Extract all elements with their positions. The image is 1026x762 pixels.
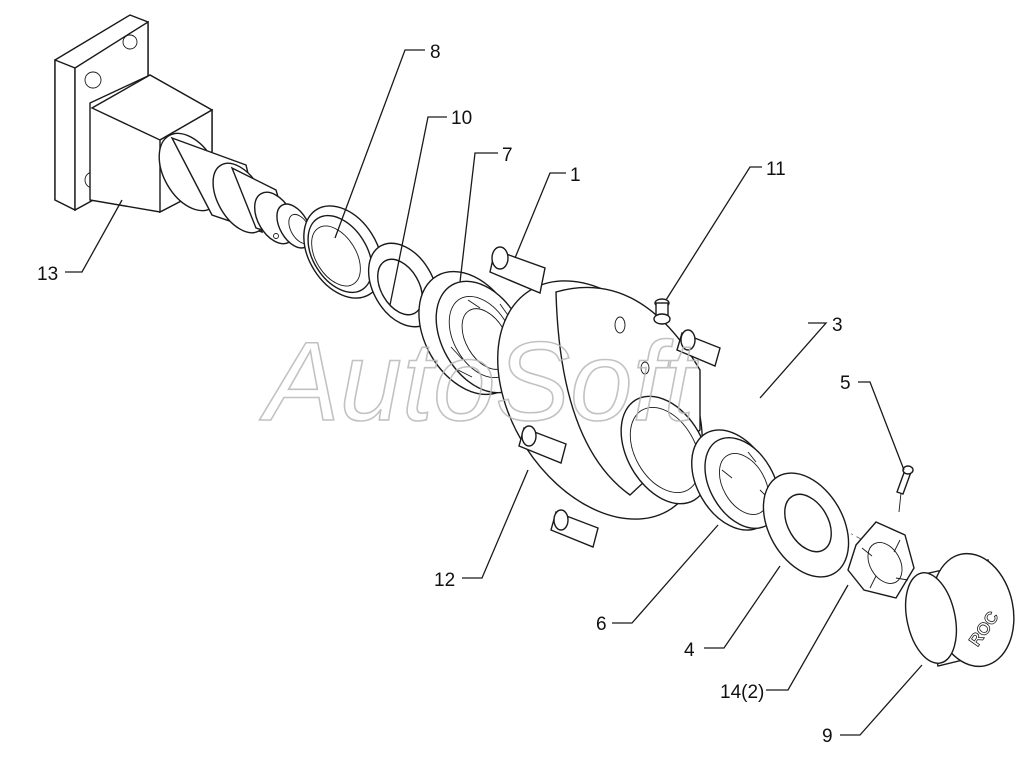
callout-1: 1 [570, 165, 581, 186]
callout-7: 7 [502, 145, 513, 166]
callout-labels: 8 10 7 1 11 3 5 13 12 6 4 14(2) 9 [37, 42, 851, 747]
callout-10: 10 [451, 108, 472, 129]
part-8-seal [303, 205, 383, 299]
callout-6: 6 [596, 614, 607, 635]
callout-3: 3 [832, 315, 843, 336]
part-13-spindle [54, 14, 312, 249]
callout-14: 14(2) [720, 682, 764, 703]
part-11-grease-nipple [653, 298, 671, 325]
part-9-hub-cap: ROC [904, 552, 1015, 668]
callout-13: 13 [37, 264, 58, 285]
part-12-hub [497, 280, 710, 520]
callout-4: 4 [684, 640, 695, 661]
leader-lines [65, 49, 923, 736]
part-1-wheel-stud [489, 246, 721, 548]
part-6-outer-bearing [691, 429, 780, 531]
callout-12: 12 [434, 570, 455, 591]
part-4-washer [762, 472, 850, 578]
watermark: AutoSoft [259, 319, 699, 444]
callout-5: 5 [840, 373, 851, 394]
callout-11: 11 [766, 159, 786, 180]
part-14-castle-nut [847, 521, 915, 599]
callout-8: 8 [430, 42, 441, 63]
callout-9: 9 [822, 726, 833, 747]
part-5-split-pin [896, 465, 914, 513]
